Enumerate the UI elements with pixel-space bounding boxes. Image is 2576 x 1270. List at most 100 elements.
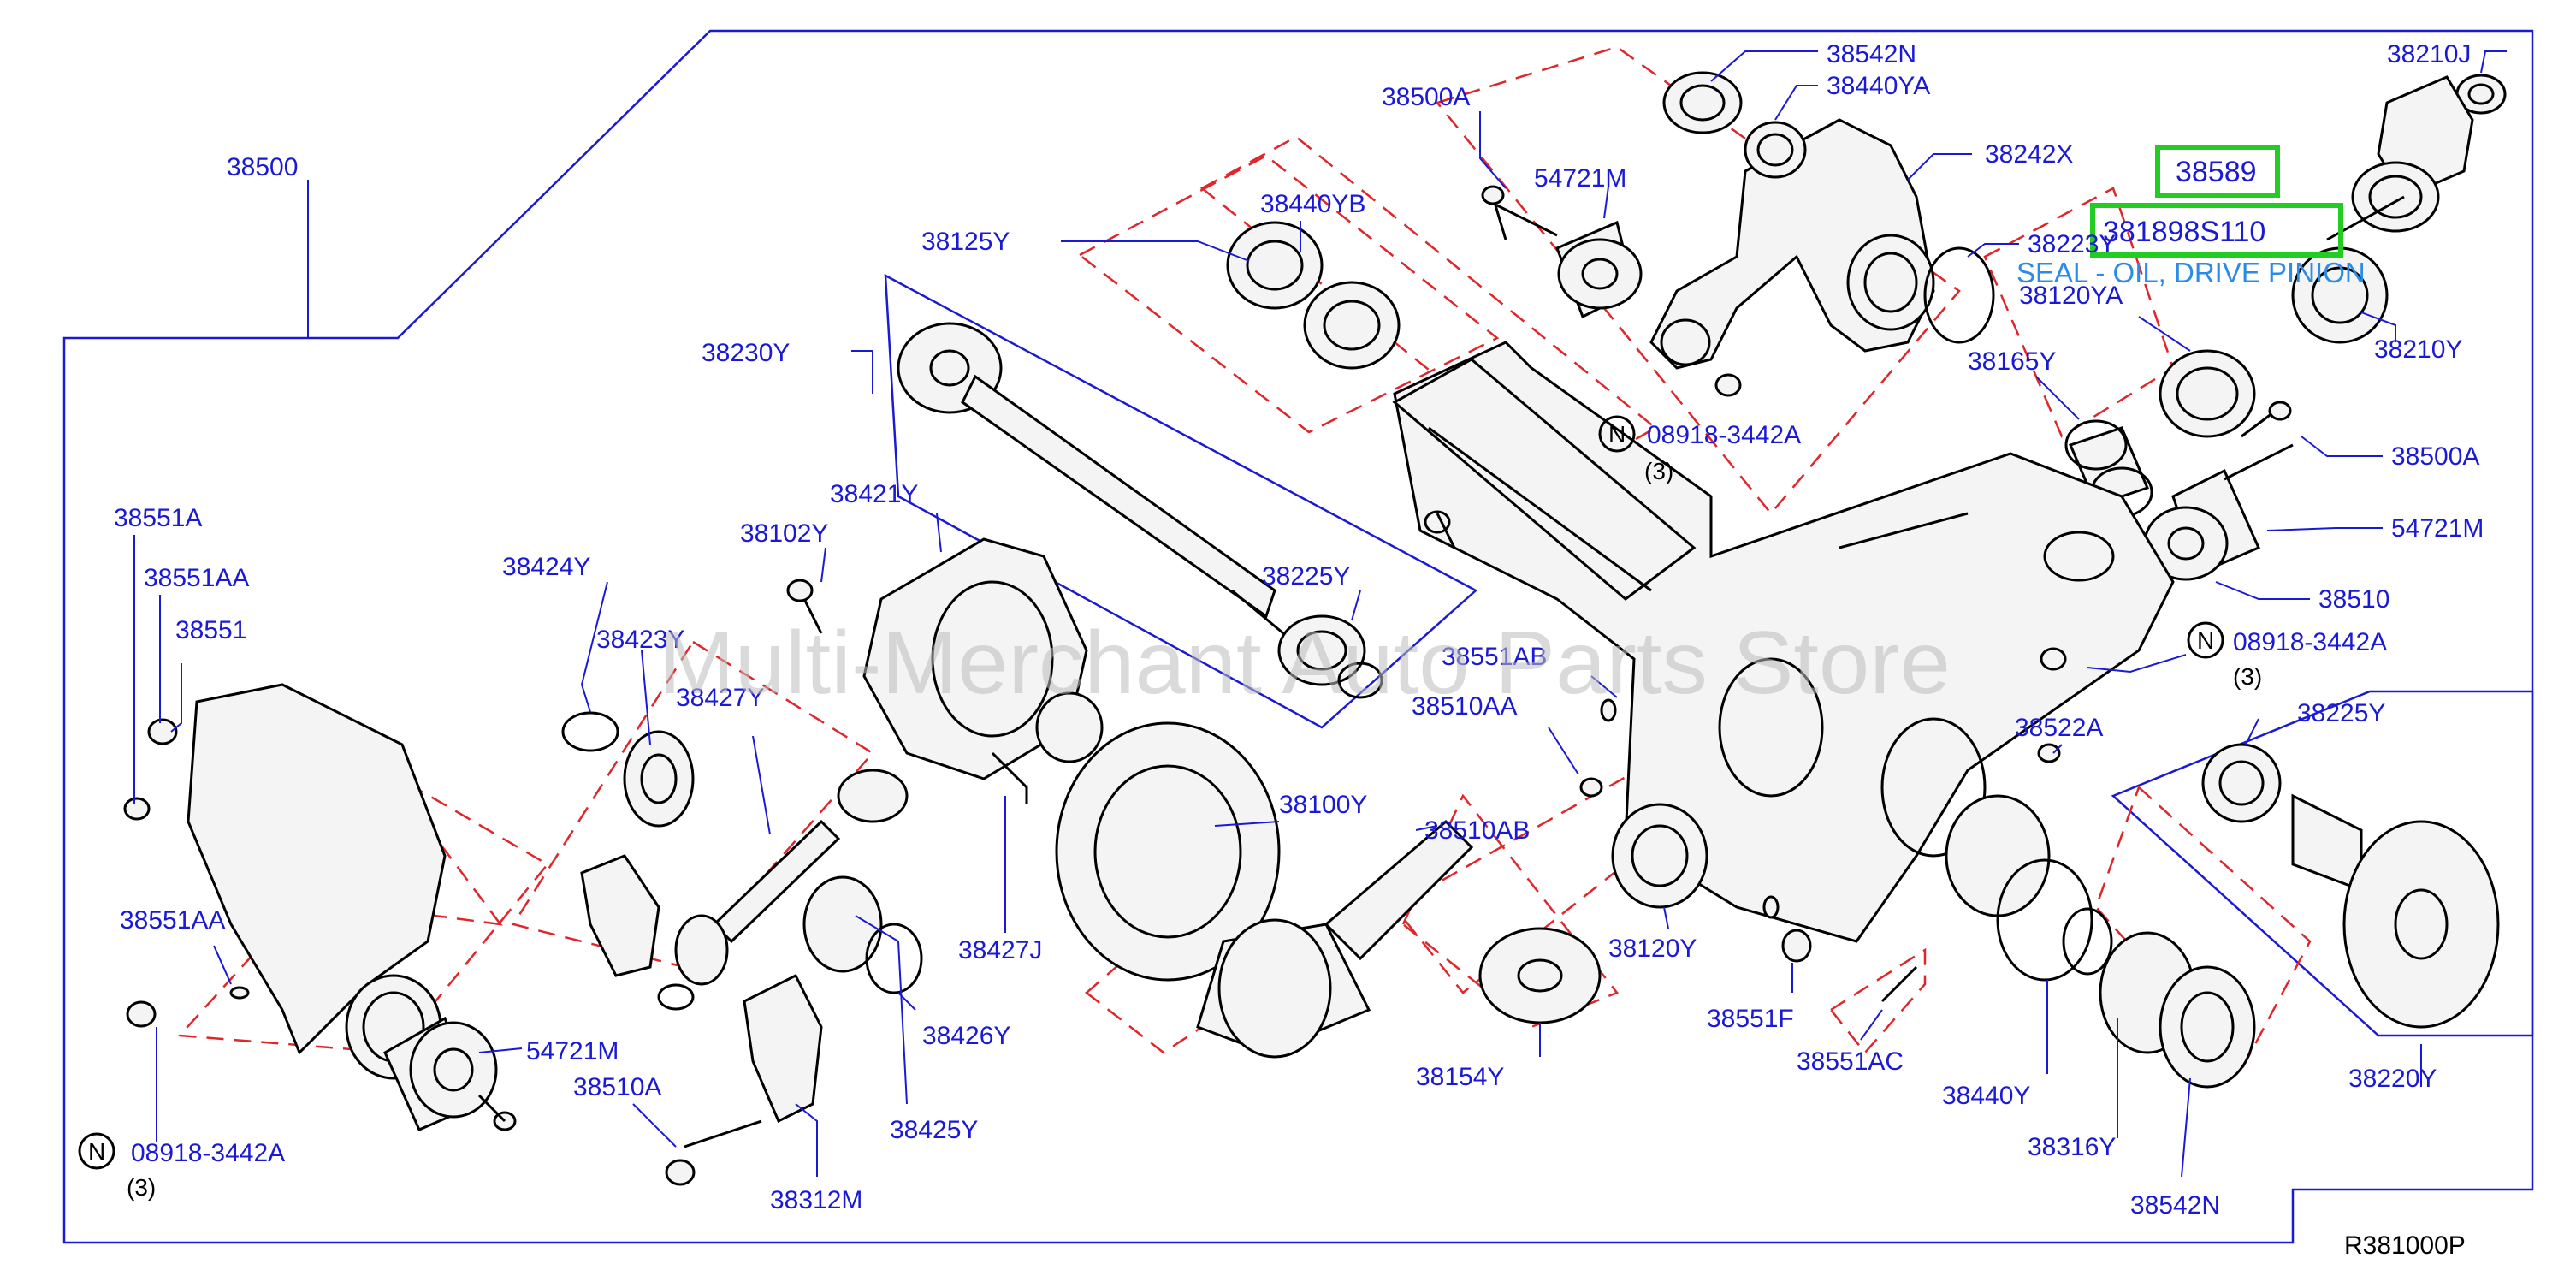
diagram-frame bbox=[62, 29, 2534, 1244]
side-flange-bracket bbox=[2111, 690, 2534, 1037]
axle-shaft-bracket bbox=[884, 273, 1478, 729]
pinion-mate-icon bbox=[561, 711, 923, 1011]
label-38440YA[interactable]: 38440YA bbox=[1827, 72, 1930, 100]
mount-bracket-icon bbox=[1649, 118, 1935, 370]
highlight-part-number-box[interactable] bbox=[2155, 145, 2280, 198]
label-38510[interactable]: 38510 bbox=[2318, 585, 2389, 614]
label-38510A[interactable]: 38510A bbox=[573, 1073, 661, 1101]
label-38500A-top[interactable]: 38500A bbox=[1382, 83, 1470, 111]
label-54721M-low[interactable]: 54721M bbox=[526, 1037, 619, 1065]
label-38316Y[interactable]: 38316Y bbox=[2028, 1133, 2116, 1161]
o-ring-icon bbox=[1923, 246, 1995, 344]
watermark-text: Multi-Merchant Auto Parts Store bbox=[659, 614, 1951, 713]
note-symbol-top bbox=[1598, 415, 1636, 453]
label-54721M-top[interactable]: 54721M bbox=[1534, 164, 1626, 193]
note-symbol-low bbox=[78, 1132, 115, 1170]
label-38421Y[interactable]: 38421Y bbox=[830, 480, 918, 508]
label-38427J[interactable]: 38427J bbox=[958, 936, 1042, 964]
pinion-bearing-icon bbox=[2159, 349, 2256, 438]
label-38551AA-low[interactable]: 38551AA bbox=[120, 906, 225, 935]
label-38154Y[interactable]: 38154Y bbox=[1416, 1063, 1504, 1091]
label-38551AB[interactable]: 38551AB bbox=[1442, 643, 1547, 671]
highlight-part-number[interactable]: 38589 bbox=[2176, 156, 2257, 188]
diagram-reference: R381000P bbox=[2344, 1231, 2466, 1260]
label-38102Y[interactable]: 38102Y bbox=[740, 519, 828, 548]
label-54721M-right[interactable]: 54721M bbox=[2391, 514, 2484, 543]
label-38125Y[interactable]: 38125Y bbox=[921, 228, 1010, 256]
diff-case-icon bbox=[862, 537, 1104, 804]
assembly-line-11 bbox=[2094, 785, 2312, 1072]
highlight-part-code[interactable]: 381898S110 bbox=[2103, 216, 2265, 248]
bushing-right-icon bbox=[2143, 443, 2294, 581]
assembly-line-10 bbox=[1829, 947, 1927, 1054]
label-38510AB[interactable]: 38510AB bbox=[1424, 816, 1530, 845]
label-38210J[interactable]: 38210J bbox=[2387, 40, 2471, 68]
label-38225Y-right[interactable]: 38225Y bbox=[2297, 699, 2385, 727]
qty-note-right: (3) bbox=[2233, 663, 2262, 690]
label-38242X[interactable]: 38242X bbox=[1985, 140, 2073, 169]
highlight-part-code-box[interactable] bbox=[2090, 203, 2343, 258]
mount-arm-icon bbox=[580, 854, 823, 1186]
label-38220Y[interactable]: 38220Y bbox=[2348, 1065, 2437, 1093]
label-38551[interactable]: 38551 bbox=[175, 616, 246, 644]
label-38210Y[interactable]: 38210Y bbox=[2374, 335, 2462, 364]
label-38425Y[interactable]: 38425Y bbox=[890, 1116, 978, 1144]
label-38440Y[interactable]: 38440Y bbox=[1942, 1082, 2030, 1110]
qty-note-low: (3) bbox=[127, 1174, 156, 1201]
label-08918-right[interactable]: 08918-3442A bbox=[2233, 628, 2387, 656]
bushing-top-icon bbox=[1496, 204, 1643, 319]
note-symbol-right bbox=[2187, 621, 2224, 659]
note-symbol-low-letter: N bbox=[88, 1138, 105, 1165]
highlight-description: SEAL - OIL, DRIVE PINION bbox=[2016, 257, 2366, 288]
label-38120Y[interactable]: 38120Y bbox=[1608, 935, 1697, 963]
label-38440YB[interactable]: 38440YB bbox=[1260, 190, 1365, 218]
label-38165Y[interactable]: 38165Y bbox=[1968, 347, 2056, 376]
oil-seal-low-inner-icon bbox=[2180, 991, 2235, 1063]
bolt-icons bbox=[123, 185, 2292, 1131]
label-38542N-low[interactable]: 38542N bbox=[2130, 1191, 2220, 1220]
axle-seal-icon bbox=[1277, 614, 1383, 699]
note-symbol-top-letter: N bbox=[1608, 421, 1626, 448]
note-symbol-right-letter: N bbox=[2197, 627, 2214, 654]
companion-flange-icon bbox=[2291, 74, 2507, 344]
label-38551F[interactable]: 38551F bbox=[1707, 1005, 1794, 1033]
bushing-low-icon bbox=[383, 1016, 498, 1131]
ring-gear-icon bbox=[1055, 721, 1281, 982]
label-38120YA[interactable]: 38120YA bbox=[2019, 282, 2123, 310]
oil-seal-low-icon bbox=[2159, 965, 2256, 1089]
label-38312M[interactable]: 38312M bbox=[770, 1186, 862, 1214]
label-38424Y[interactable]: 38424Y bbox=[502, 553, 590, 581]
label-38542N-top[interactable]: 38542N bbox=[1827, 40, 1916, 68]
shim-washer-inner-icon bbox=[1517, 958, 1563, 993]
label-38100Y[interactable]: 38100Y bbox=[1279, 791, 1367, 819]
label-38427Y[interactable]: 38427Y bbox=[676, 684, 764, 712]
assembly-line-9 bbox=[1393, 751, 1713, 994]
leader-lines bbox=[133, 50, 2507, 1178]
label-38426Y[interactable]: 38426Y bbox=[922, 1022, 1010, 1050]
shim-ring-icon bbox=[2062, 907, 2113, 976]
side-flange-icon bbox=[2201, 743, 2500, 1029]
label-38551AA-top[interactable]: 38551AA bbox=[144, 564, 249, 592]
label-38225Y-mid[interactable]: 38225Y bbox=[1262, 562, 1350, 590]
label-38522A[interactable]: 38522A bbox=[2015, 714, 2103, 742]
axle-shaft-icon bbox=[897, 322, 1284, 635]
side-bearing-icon bbox=[1226, 221, 1401, 370]
label-08918-top[interactable]: 08918-3442A bbox=[1647, 421, 1801, 449]
label-38510AA[interactable]: 38510AA bbox=[1412, 692, 1517, 721]
bearing-cone-icon bbox=[1945, 794, 2051, 917]
side-bearing-low-icon bbox=[1611, 803, 1708, 909]
label-38551AC[interactable]: 38551AC bbox=[1797, 1047, 1904, 1076]
label-38551A[interactable]: 38551A bbox=[114, 504, 202, 532]
label-38423Y[interactable]: 38423Y bbox=[596, 626, 684, 654]
label-38500A-right[interactable]: 38500A bbox=[2391, 442, 2479, 471]
axle-tube-icon bbox=[1392, 358, 1697, 601]
qty-note-top: (3) bbox=[1644, 458, 1673, 484]
label-38500[interactable]: 38500 bbox=[227, 153, 298, 181]
shim-washer-icon bbox=[1478, 927, 1602, 1024]
side-bearing-low-inner-icon bbox=[1631, 824, 1689, 887]
label-08918-low[interactable]: 08918-3442A bbox=[131, 1139, 285, 1167]
label-38230Y[interactable]: 38230Y bbox=[702, 339, 790, 367]
label-38223Y[interactable]: 38223Y bbox=[2028, 230, 2116, 258]
bearing-race-icon bbox=[1996, 858, 2093, 982]
